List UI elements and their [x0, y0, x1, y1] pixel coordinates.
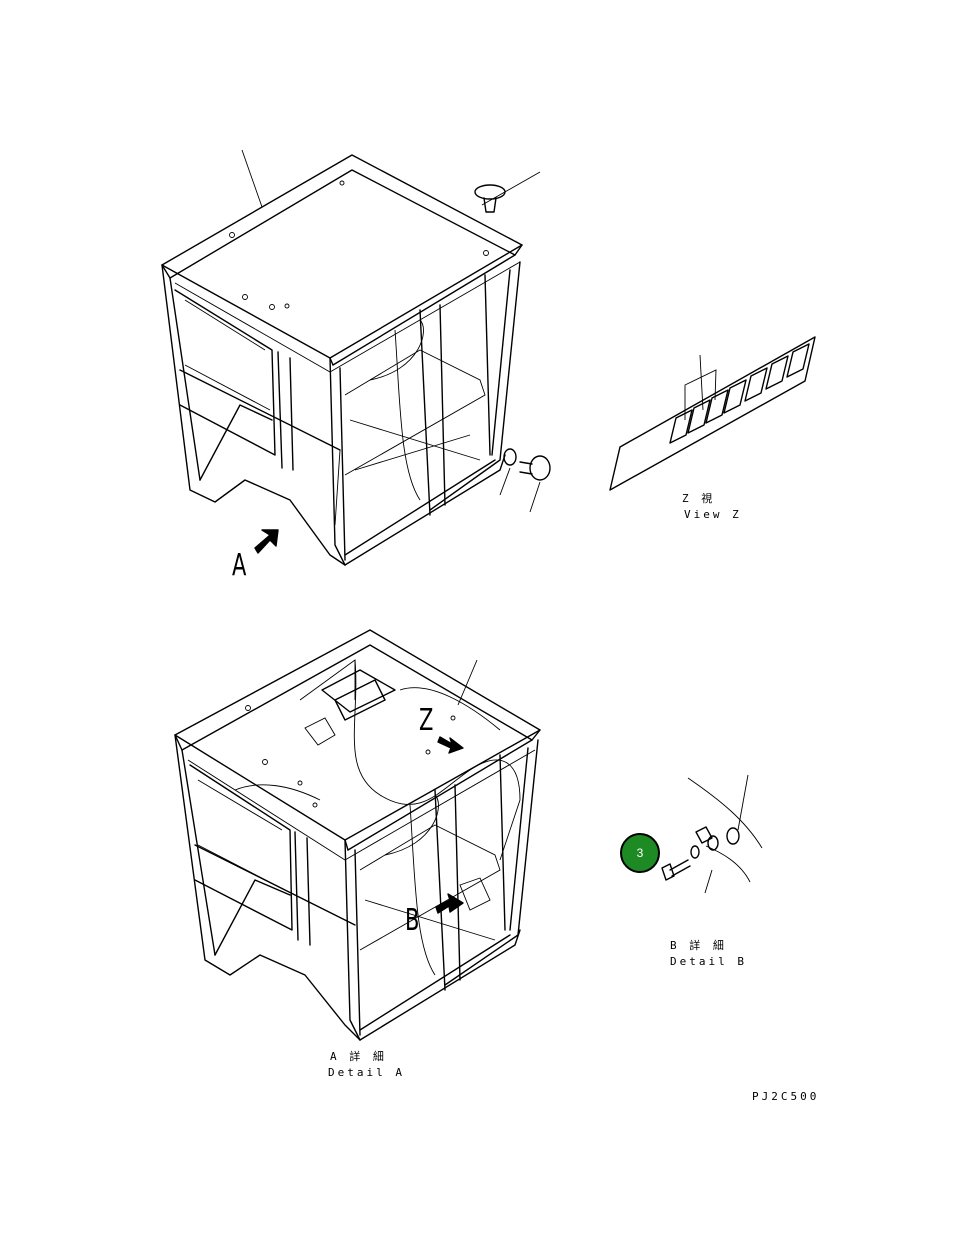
detail-b-label-en: Detail B: [670, 955, 747, 968]
marker-b: B: [405, 903, 420, 938]
drawing-code: PJ2C500: [752, 1090, 820, 1103]
part-callout-3[interactable]: 3: [620, 833, 660, 873]
marker-z: Z: [419, 703, 434, 738]
cab-detail-a-view: [174, 629, 541, 1041]
detail-b-label-jp: B 詳 細: [670, 939, 727, 952]
view-z-label-jp: Z 視: [682, 492, 716, 505]
detail-a-label-en: Detail A: [328, 1066, 405, 1079]
view-z-label-en: View Z: [684, 508, 742, 521]
part-callout-number: 3: [636, 846, 644, 860]
detail-b-hardware: [661, 774, 763, 894]
detail-a-label-jp: A 詳 細: [330, 1050, 387, 1063]
view-z-plate: [609, 336, 816, 491]
marker-a: A: [232, 548, 247, 583]
cab-top-view: [161, 149, 551, 566]
